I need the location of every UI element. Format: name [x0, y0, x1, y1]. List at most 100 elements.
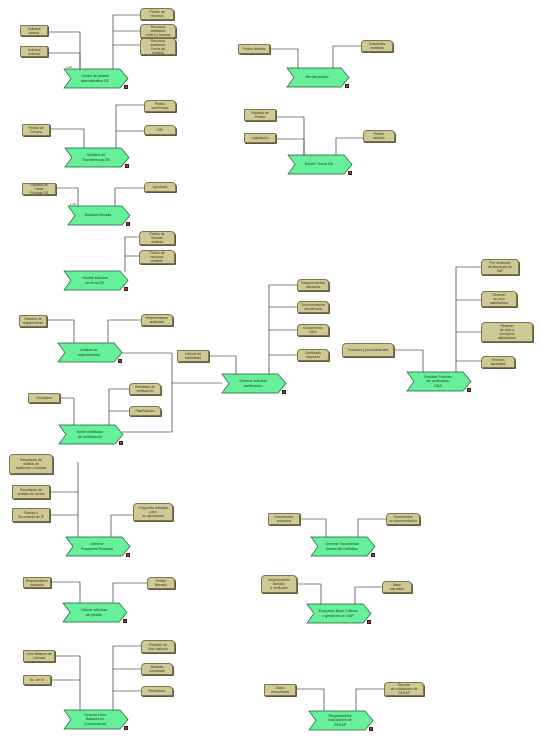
- document-node-n25[interactable]: Documentación identificada: [297, 301, 329, 313]
- function-flag-icon: [348, 171, 352, 175]
- function-flag-icon: [124, 287, 128, 291]
- function-label: Solicitud firmada: [84, 213, 112, 218]
- document-node-n33[interactable]: Resultados de análisis de auditorías o e…: [9, 454, 53, 474]
- document-node-n7[interactable]: Solicitudes recibidas: [361, 40, 393, 52]
- function-flag-icon: [345, 84, 349, 88]
- function-flag-icon: [367, 620, 371, 624]
- document-node-n31[interactable]: Revisión de ciclo y conceptos satisfacto…: [481, 322, 533, 342]
- document-node-n16[interactable]: Pedido de firmado recibido: [139, 231, 175, 245]
- data-node-n48[interactable]: Datos consultados: [264, 684, 296, 696]
- function-shape: [287, 154, 353, 175]
- document-node-n29[interactable]: Pre-Verificado de liberación de SAP: [481, 259, 519, 275]
- function-label: Recibir pedido: [305, 75, 329, 80]
- document-node-n42[interactable]: Base calculada: [382, 581, 412, 593]
- document-node-n41[interactable]: Requerimiento liberado y verificado: [261, 575, 297, 593]
- function-label: Solicitud de Transferencia DE: [82, 153, 110, 162]
- function-shape: [308, 710, 374, 731]
- process-function-f6[interactable]: Recibir solicitud de firma DE: [63, 270, 129, 291]
- data-node-n8[interactable]: Pedido de Compra: [22, 124, 50, 136]
- data-node-n44[interactable]: No. de IV: [23, 675, 51, 685]
- function-label: Realizar Proceso de verificación DEA: [424, 375, 452, 388]
- function-shape: [62, 602, 128, 623]
- data-node-n12[interactable]: Legislación: [244, 133, 276, 143]
- process-function-f9[interactable]: Generar solicitud certificación: [221, 373, 287, 394]
- function-shape: [64, 147, 130, 168]
- document-node-n38[interactable]: Documentos en documentación: [386, 513, 420, 525]
- function-flag-icon: [467, 388, 471, 392]
- document-node-n22[interactable]: Planificación: [129, 406, 161, 416]
- document-node-n45[interactable]: Revisión de libro balanza: [141, 640, 175, 653]
- function-flag-icon: [125, 164, 129, 168]
- function-label: Generar Documental Desarrollo Definitivo: [325, 542, 359, 551]
- function-label: Responsables Indicadores de GESAP: [328, 714, 352, 727]
- document-node-n36[interactable]: Propuesta revisada para su aprobación: [133, 503, 173, 521]
- document-node-n47[interactable]: Resultados: [141, 686, 173, 696]
- process-function-f3[interactable]: Solicitud de Transferencia DE: [64, 147, 130, 168]
- document-node-n5[interactable]: Recursos realizados Fecha de emisión: [140, 38, 176, 55]
- function-flag-icon: [123, 619, 127, 623]
- function-reference: 1.09: [66, 65, 72, 69]
- process-function-f12[interactable]: Generar Documental Desarrollo Definitivo: [310, 536, 376, 557]
- process-function-f7[interactable]: Análisis de requerimiento: [57, 342, 123, 363]
- document-node-n27[interactable]: Certificado aceptado: [297, 349, 329, 361]
- function-flag-icon: [118, 359, 122, 363]
- document-node-n13[interactable]: Pedido emitido: [363, 130, 395, 142]
- process-function-f10[interactable]: Realizar Proceso de verificación DEA: [406, 371, 472, 392]
- document-node-n28[interactable]: Procesos y procedimientos: [342, 343, 394, 357]
- data-node-n11[interactable]: Solicitud de Pedido: [244, 109, 276, 121]
- document-node-n4[interactable]: Recursos realizados motivo y formato: [140, 24, 176, 38]
- function-label: Gestor de pedido administrativo DE: [80, 74, 110, 83]
- data-node-n14[interactable]: Solicitud de Transf. Firmada DE: [22, 183, 56, 195]
- function-shape: [306, 603, 372, 624]
- document-node-n21[interactable]: Resultado de verificación: [129, 383, 161, 395]
- process-function-f11[interactable]: Generar Propuesta Revisada: [65, 536, 131, 557]
- document-node-n10[interactable]: DM: [144, 125, 176, 135]
- process-function-f4[interactable]: Solicitud firmada: [67, 205, 131, 226]
- document-node-n19[interactable]: Requerimiento analizado: [141, 314, 173, 326]
- process-function-f1[interactable]: Gestor de pedido administrativo DE: [63, 68, 129, 89]
- data-node-n20[interactable]: Normativa: [28, 393, 60, 403]
- function-shape: [67, 205, 131, 226]
- function-label: Emitir certificado de certificación: [76, 430, 104, 439]
- function-label: Evaluador Base Cultural y gestiones en S…: [318, 609, 358, 618]
- function-shape: [286, 67, 350, 88]
- document-node-n15[interactable]: Aprobado: [144, 182, 176, 192]
- process-function-f13[interactable]: Liberar solicitud de pedido: [62, 602, 128, 623]
- function-shape: [406, 371, 472, 392]
- data-node-n43[interactable]: Libro Balanza de Cuentas: [23, 650, 55, 662]
- function-flag-icon: [124, 85, 128, 89]
- function-shape: [63, 68, 129, 89]
- document-node-n32[interactable]: Revisión aprobada: [481, 356, 515, 368]
- process-function-f8[interactable]: Emitir certificado de certificación: [58, 424, 124, 445]
- document-node-n9[interactable]: Pedido confirmado: [144, 100, 176, 112]
- document-node-n17[interactable]: Pedido de recursos recibido: [139, 250, 175, 264]
- process-function-f16[interactable]: Responsables Indicadores de GESAP: [308, 710, 374, 731]
- data-node-n37[interactable]: Documentos revisados: [268, 513, 300, 525]
- document-node-n49[interactable]: Reporte de indicadores de GESAP: [384, 682, 424, 696]
- document-node-n24[interactable]: Requerimientos validados: [297, 279, 329, 291]
- process-function-f14[interactable]: Evaluador Base Cultural y gestiones en S…: [306, 603, 372, 624]
- function-label: Generar solicitud certificación: [239, 379, 267, 388]
- data-node-n1[interactable]: Solicitud interna: [20, 25, 48, 36]
- function-label: Generar Libro Balanza en Concordancia: [83, 713, 107, 726]
- process-function-f5[interactable]: Recibir Transf DE: [287, 154, 353, 175]
- data-node-n18[interactable]: Solicitud de requerimiento: [19, 315, 47, 327]
- document-node-n46[interactable]: Balanza conciliada: [141, 663, 173, 675]
- data-node-n2[interactable]: Solicitud externa: [20, 46, 48, 57]
- data-node-n34[interactable]: Resultados de análisis de costos: [12, 485, 50, 499]
- function-shape: [310, 536, 376, 557]
- data-node-n23[interactable]: Informe de factibilidad: [177, 350, 209, 362]
- document-node-n30[interactable]: Revisión de ciclo satisfactoria: [481, 291, 517, 307]
- data-node-n35[interactable]: Factura o Documento de IP: [12, 508, 50, 522]
- function-flag-icon: [282, 390, 286, 394]
- process-function-f2[interactable]: Recibir pedido: [286, 67, 350, 88]
- process-function-f15[interactable]: Generar Libro Balanza en Concordancia: [63, 709, 129, 730]
- data-node-n39[interactable]: Requerimiento realizado: [23, 577, 51, 588]
- document-node-n40[interactable]: Pedido liberado: [147, 577, 175, 589]
- document-node-n26[interactable]: Documentos DEA: [297, 324, 329, 336]
- data-node-n6[interactable]: Pedido definido: [238, 44, 270, 54]
- function-shape: [63, 270, 129, 291]
- document-node-n3[interactable]: Pedido de recursos: [140, 8, 174, 20]
